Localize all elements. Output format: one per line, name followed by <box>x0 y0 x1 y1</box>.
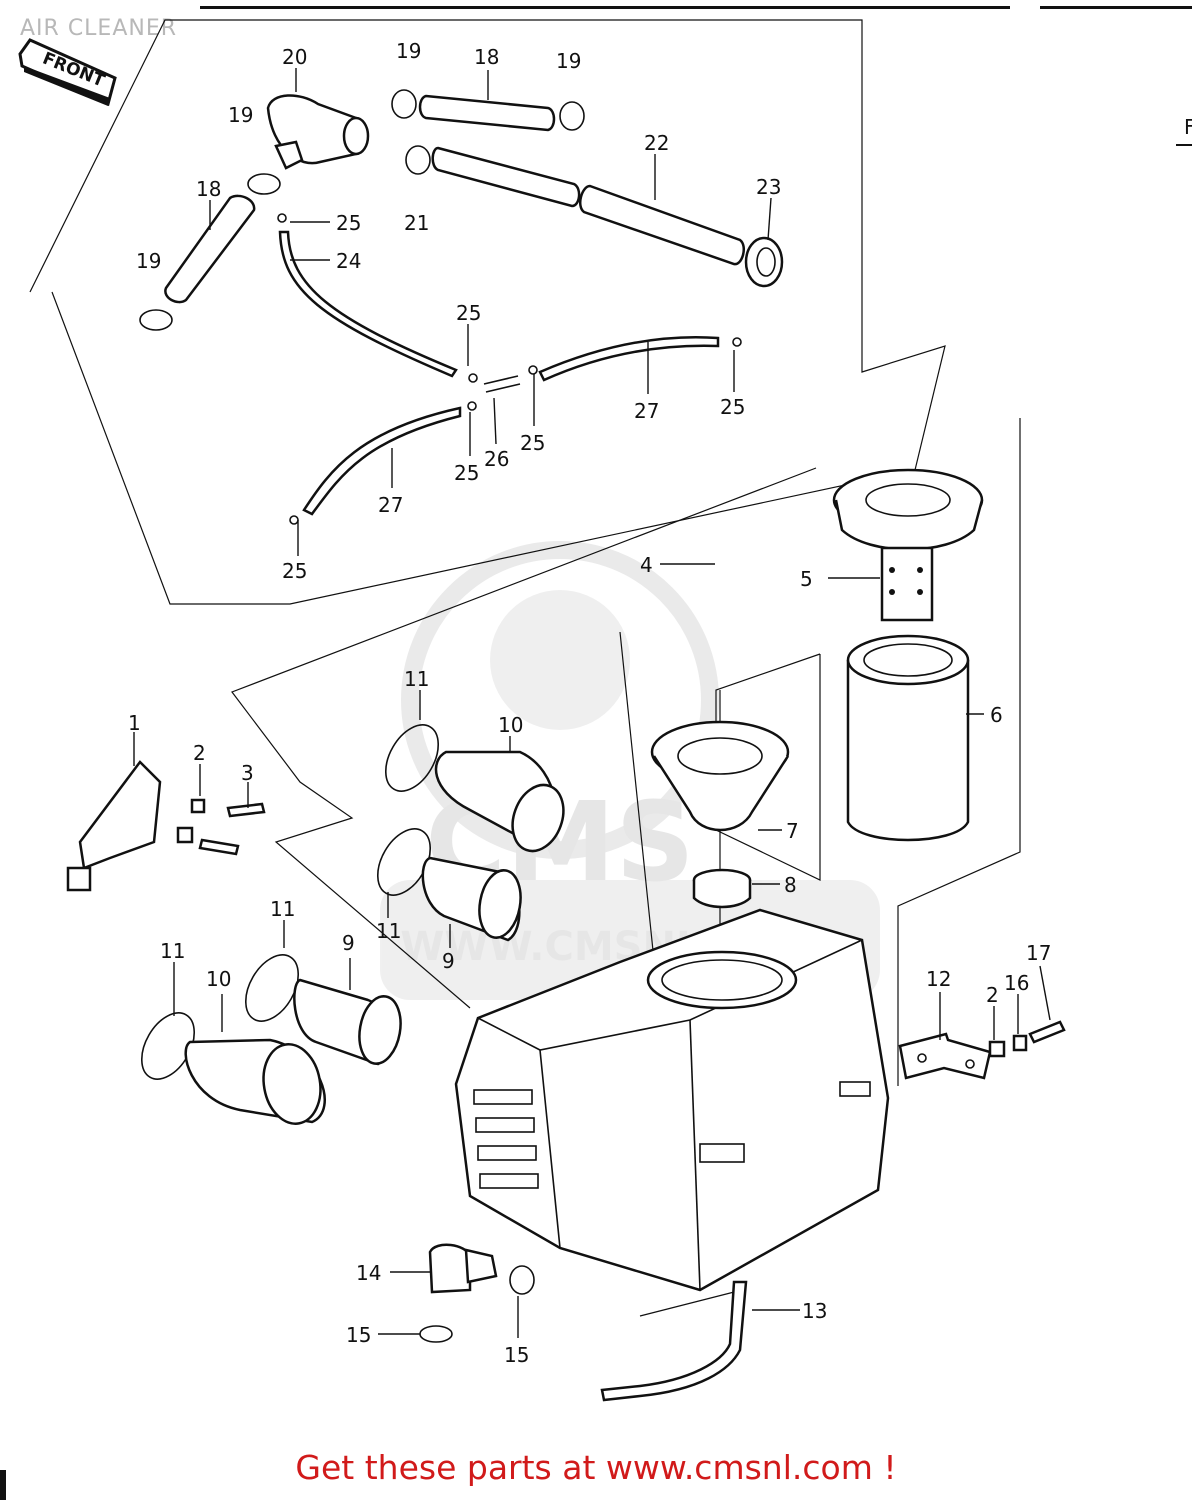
callout-11: 11 <box>404 667 429 691</box>
callout-27: 27 <box>378 493 403 517</box>
callout-6: 6 <box>990 703 1003 727</box>
callout-25: 25 <box>456 301 481 325</box>
grommet-part <box>744 236 784 288</box>
callout-15: 15 <box>504 1343 529 1367</box>
mounting-bracket-part <box>898 1020 1066 1080</box>
callout-10: 10 <box>206 967 231 991</box>
callout-13: 13 <box>802 1299 827 1323</box>
cleaner-boundary-right <box>897 418 1021 1086</box>
callout-11: 11 <box>376 919 401 943</box>
callout-2: 2 <box>193 741 206 765</box>
callout-26: 26 <box>484 447 509 471</box>
callout-19: 19 <box>396 39 421 63</box>
callout-11: 11 <box>160 939 185 963</box>
top-border-right <box>1040 6 1192 9</box>
callout-20: 20 <box>282 45 307 69</box>
top-border <box>200 6 1010 9</box>
diagram-title: AIR CLEANER <box>20 16 178 41</box>
callout-11: 11 <box>270 897 295 921</box>
footer-link[interactable]: Get these parts at www.cmsnl.com ! <box>295 1448 897 1487</box>
filter-cap-part <box>832 468 984 622</box>
callout-8: 8 <box>784 873 797 897</box>
air-cleaner-case-part <box>454 908 890 1292</box>
callout-7: 7 <box>786 819 799 843</box>
bolt-part <box>176 798 266 856</box>
breather-tube-part <box>277 213 742 525</box>
drain-hose-part <box>600 1280 748 1402</box>
hose-clamp-part <box>139 89 585 331</box>
callout-24: 24 <box>336 249 361 273</box>
case-leader-line <box>619 631 656 971</box>
drain-boundary <box>639 1289 743 1317</box>
callout-25: 25 <box>520 431 545 455</box>
edge-letter: F <box>1184 115 1192 139</box>
callout-19: 19 <box>556 49 581 73</box>
callout-18: 18 <box>196 177 221 201</box>
callout-14: 14 <box>356 1261 381 1285</box>
callout-18: 18 <box>474 45 499 69</box>
callout-leaders <box>133 68 1051 1338</box>
callout-12: 12 <box>926 967 951 991</box>
drain-plug-part <box>419 1243 535 1343</box>
filter-element-part <box>846 634 970 842</box>
callout-25: 25 <box>720 395 745 419</box>
callout-1: 1 <box>128 711 141 735</box>
case-vent-slots <box>473 1081 871 1189</box>
breather-hose-part <box>164 94 745 304</box>
callout-labels: 20 19 18 19 19 18 21 22 23 25 24 19 25 2… <box>128 39 1051 1367</box>
cleaner-boundary-left <box>231 467 817 1009</box>
callout-10: 10 <box>498 713 523 737</box>
callout-27: 27 <box>634 399 659 423</box>
callout-17: 17 <box>1026 941 1051 965</box>
callout-25: 25 <box>336 211 361 235</box>
hose-group-boundary <box>29 19 946 605</box>
callout-23: 23 <box>756 175 781 199</box>
front-arrow-icon: FRONT <box>18 38 117 107</box>
callout-15: 15 <box>346 1323 371 1347</box>
callout-21: 21 <box>404 211 429 235</box>
connecting-tube-part <box>184 750 565 1125</box>
callout-19: 19 <box>228 103 253 127</box>
callout-25: 25 <box>282 559 307 583</box>
bracket-part <box>66 760 162 892</box>
callout-4: 4 <box>640 553 653 577</box>
callout-19: 19 <box>136 249 161 273</box>
filter-holder-part <box>650 720 790 909</box>
callout-9: 9 <box>442 949 455 973</box>
callout-2: 2 <box>986 983 999 1007</box>
corner-mark <box>0 1470 6 1500</box>
callout-22: 22 <box>644 131 669 155</box>
callout-3: 3 <box>241 761 254 785</box>
callout-5: 5 <box>800 567 813 591</box>
callout-16: 16 <box>1004 971 1029 995</box>
breather-cap-part <box>266 94 370 170</box>
callout-25: 25 <box>454 461 479 485</box>
callout-9: 9 <box>342 931 355 955</box>
